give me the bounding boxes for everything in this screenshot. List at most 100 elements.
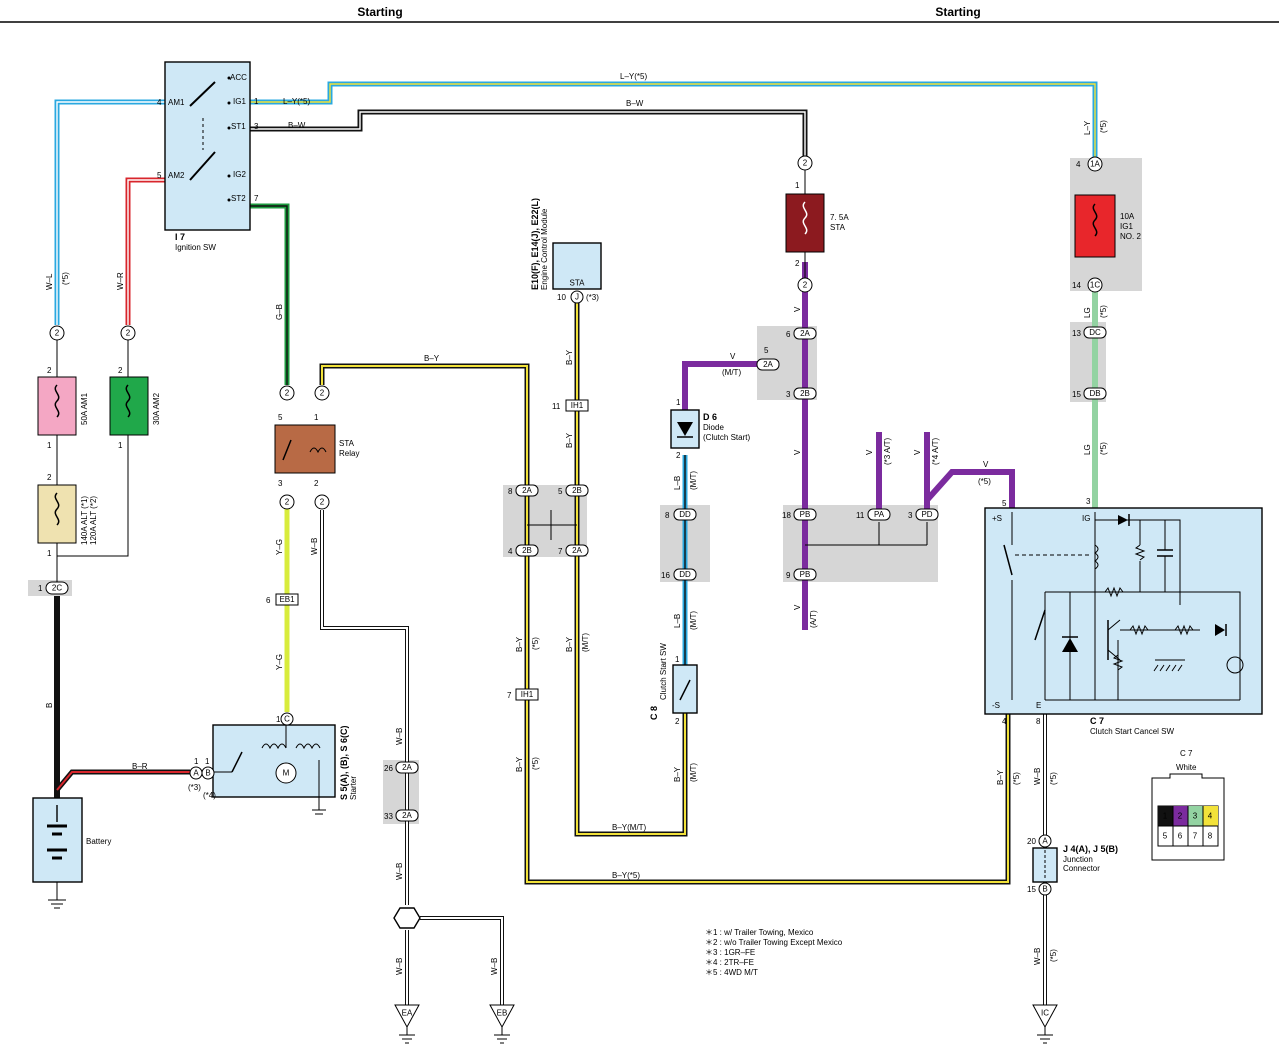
connector-1c: 1C bbox=[1087, 277, 1103, 293]
label-b-y-mt-upper-note: (M/T) bbox=[581, 633, 590, 652]
svg-text:+S: +S bbox=[992, 514, 1002, 523]
svg-text:33: 33 bbox=[384, 812, 393, 821]
svg-text:PA: PA bbox=[874, 510, 885, 519]
starter-connector-a: A bbox=[189, 766, 203, 780]
svg-text:2: 2 bbox=[47, 366, 52, 375]
label-v-mt: V bbox=[730, 352, 736, 361]
label-v-at3-note: (*3 A/T) bbox=[883, 438, 892, 465]
connector-relay-2b: 2 bbox=[314, 385, 330, 401]
ignition-switch-name: Ignition SW bbox=[175, 243, 216, 252]
svg-text:DC: DC bbox=[1089, 328, 1101, 337]
clutch-start-sw-name: Clutch Start SW bbox=[659, 643, 668, 700]
label-w-b-eb: W–B bbox=[490, 958, 499, 975]
label-v-5: V bbox=[983, 460, 989, 469]
svg-text:ST2: ST2 bbox=[231, 194, 246, 203]
label-b-r: B–R bbox=[132, 762, 148, 771]
svg-text:1: 1 bbox=[675, 655, 680, 664]
svg-text:3: 3 bbox=[908, 511, 913, 520]
connector-1a: 1A bbox=[1087, 156, 1103, 172]
label-l-b-upper-note: (M/T) bbox=[689, 471, 698, 490]
connector-2-w-r: 2 bbox=[120, 325, 136, 341]
svg-text:B: B bbox=[1042, 885, 1047, 894]
svg-text:1A: 1A bbox=[1090, 160, 1100, 169]
svg-text:2B: 2B bbox=[522, 546, 532, 555]
svg-text:2: 2 bbox=[803, 159, 808, 168]
svg-text:4: 4 bbox=[157, 98, 162, 107]
starter-ref: S 5(A), (B), S 6(C) bbox=[339, 725, 349, 800]
svg-text:IG: IG bbox=[1082, 514, 1090, 523]
svg-text:IG1: IG1 bbox=[233, 97, 246, 106]
fuse-alt-label-1: 140A ALT (*1) bbox=[80, 496, 89, 545]
connector-dd-16: DD bbox=[673, 568, 697, 581]
svg-text:2A: 2A bbox=[572, 546, 582, 555]
header-title-right: Starting bbox=[935, 5, 980, 19]
label-b-y-5-upper-note: (*5) bbox=[531, 637, 540, 650]
label-l-y-1a-5: (*5) bbox=[1099, 120, 1108, 133]
svg-text:6: 6 bbox=[266, 596, 271, 605]
ground-eb: EB bbox=[489, 1004, 515, 1044]
label-b-y-5-upper: B–Y bbox=[515, 636, 524, 652]
svg-text:18: 18 bbox=[782, 511, 791, 520]
connector-2b-4: 2B bbox=[515, 544, 539, 557]
label-v-at3: V bbox=[865, 449, 874, 455]
wire-v-5 bbox=[924, 469, 1015, 510]
wire-v-mt bbox=[682, 361, 779, 410]
svg-text:2: 2 bbox=[1178, 812, 1183, 821]
label-lg-1: LG bbox=[1083, 307, 1092, 318]
svg-text:B: B bbox=[205, 769, 210, 778]
svg-text:8: 8 bbox=[665, 511, 670, 520]
svg-text:IC: IC bbox=[1041, 1009, 1049, 1018]
fuse-am1-label: 50A AM1 bbox=[80, 392, 89, 425]
clutch-start-cancel-switch: +S IG -S E bbox=[984, 507, 1263, 715]
svg-text:5: 5 bbox=[157, 171, 162, 180]
label-b-y-cs: B–Y bbox=[673, 766, 682, 782]
wire-w-b-relay bbox=[320, 510, 409, 905]
label-y-g-2: Y–G bbox=[275, 654, 284, 670]
svg-text:EB: EB bbox=[497, 1009, 508, 1018]
svg-text:4: 4 bbox=[1208, 812, 1213, 821]
label-b-w-st1: B–W bbox=[288, 121, 306, 130]
label-y-g-1: Y–G bbox=[275, 539, 284, 555]
sta-relay-label-1: STA bbox=[339, 439, 355, 448]
connector-eb1: EB1 bbox=[275, 593, 299, 606]
connector-j: J bbox=[570, 290, 584, 304]
label-w-b-relay: W–B bbox=[310, 538, 319, 555]
svg-text:6: 6 bbox=[1178, 832, 1183, 841]
wire-b-r bbox=[55, 769, 190, 792]
clutch-start-sw-ref: C 8 bbox=[649, 706, 659, 720]
label-w-l-5: (*5) bbox=[61, 272, 70, 285]
label-v-2b: V bbox=[793, 449, 802, 455]
fuse-sta-label-1: 7. 5A bbox=[830, 213, 849, 222]
connector-2a-26: 2A bbox=[395, 761, 419, 774]
svg-text:1: 1 bbox=[676, 398, 681, 407]
connector-2c: 2C bbox=[45, 581, 69, 595]
label-b-y-5-lower: B–Y bbox=[515, 756, 524, 772]
svg-text:ST1: ST1 bbox=[231, 122, 246, 131]
svg-text:AM1: AM1 bbox=[168, 98, 185, 107]
label-b-y-5-bottom: B–Y(*5) bbox=[612, 871, 640, 880]
label-b-y-mt-upper: B–Y bbox=[565, 636, 574, 652]
starter: M bbox=[212, 724, 336, 815]
connector-pb-18: PB bbox=[793, 508, 817, 521]
svg-text:2A: 2A bbox=[522, 486, 532, 495]
sta-relay-label-2: Relay bbox=[339, 449, 359, 458]
clutch-start-switch bbox=[672, 664, 698, 714]
svg-text:5: 5 bbox=[1163, 832, 1168, 841]
svg-text:2: 2 bbox=[314, 479, 319, 488]
connector-2a-7: 2A bbox=[565, 544, 589, 557]
junction-ref: J 4(A), J 5(B) bbox=[1063, 844, 1118, 854]
label-b-w: B–W bbox=[626, 99, 644, 108]
label-w-r: W–R bbox=[116, 272, 125, 290]
label-l-b-lower-note: (M/T) bbox=[689, 611, 698, 630]
cancel-sw-ref: C 7 bbox=[1090, 716, 1104, 726]
svg-text:PB: PB bbox=[800, 570, 811, 579]
svg-text:26: 26 bbox=[384, 764, 393, 773]
svg-text:1: 1 bbox=[254, 97, 259, 106]
svg-text:EB1: EB1 bbox=[279, 595, 295, 604]
label-lg-2: LG bbox=[1083, 444, 1092, 455]
ground-ic: IC bbox=[1032, 1004, 1058, 1044]
label-g-b: G–B bbox=[275, 304, 284, 320]
svg-text:5: 5 bbox=[764, 346, 769, 355]
svg-text:DD: DD bbox=[679, 570, 691, 579]
